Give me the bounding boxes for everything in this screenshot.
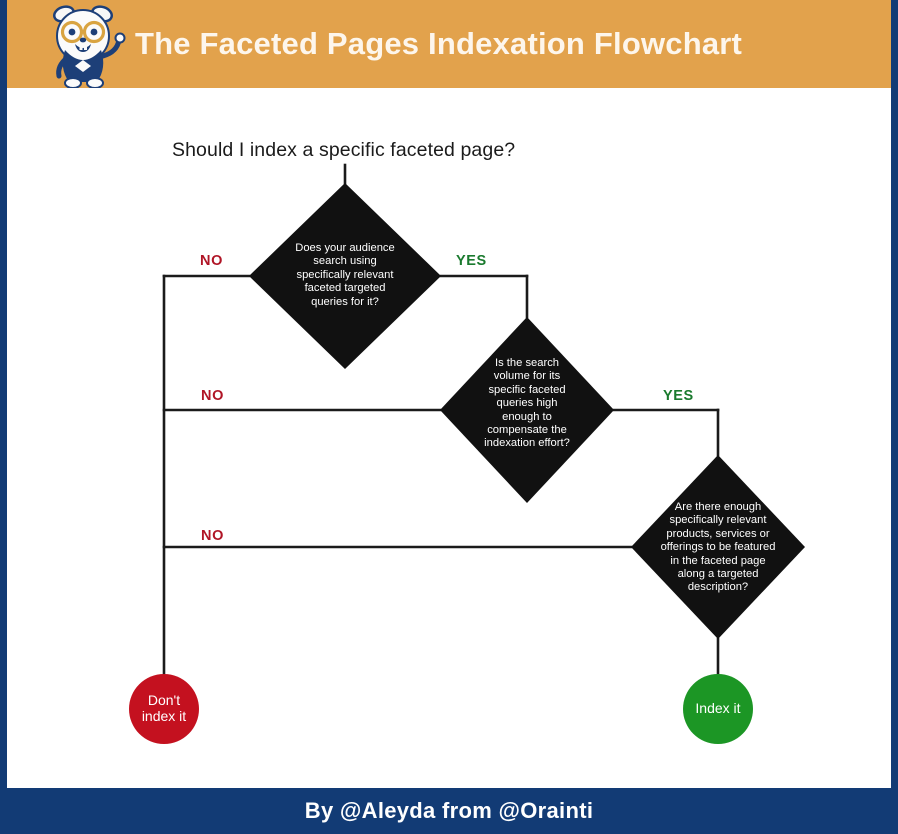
flowchart-canvas <box>7 88 891 788</box>
page-header: The Faceted Pages Indexation Flowchart <box>7 0 891 88</box>
flowchart-diagram <box>129 163 805 744</box>
frame-border-right <box>891 0 898 834</box>
page-footer: By @Aleyda from @Orainti <box>0 788 898 834</box>
branch-label-decision2-yes: YES <box>663 388 694 404</box>
branch-label-decision1-no: NO <box>200 253 223 269</box>
decision-node-2[interactable] <box>440 317 614 503</box>
gopher-mascot-icon <box>52 5 126 88</box>
frame-border-left <box>0 0 7 834</box>
footer-credit: By @Aleyda from @Orainti <box>304 798 594 823</box>
terminal-dont-index[interactable] <box>129 674 199 744</box>
decision-node-3[interactable] <box>631 455 805 639</box>
decision-node-1[interactable] <box>249 183 441 369</box>
branch-label-decision2-no: NO <box>201 388 224 404</box>
branch-label-decision3-no: NO <box>201 528 224 544</box>
branch-label-decision1-yes: YES <box>456 253 487 269</box>
start-question: Should I index a specific faceted page? <box>172 139 516 161</box>
page-title: The Faceted Pages Indexation Flowchart <box>135 26 743 61</box>
terminal-index[interactable] <box>683 674 753 744</box>
